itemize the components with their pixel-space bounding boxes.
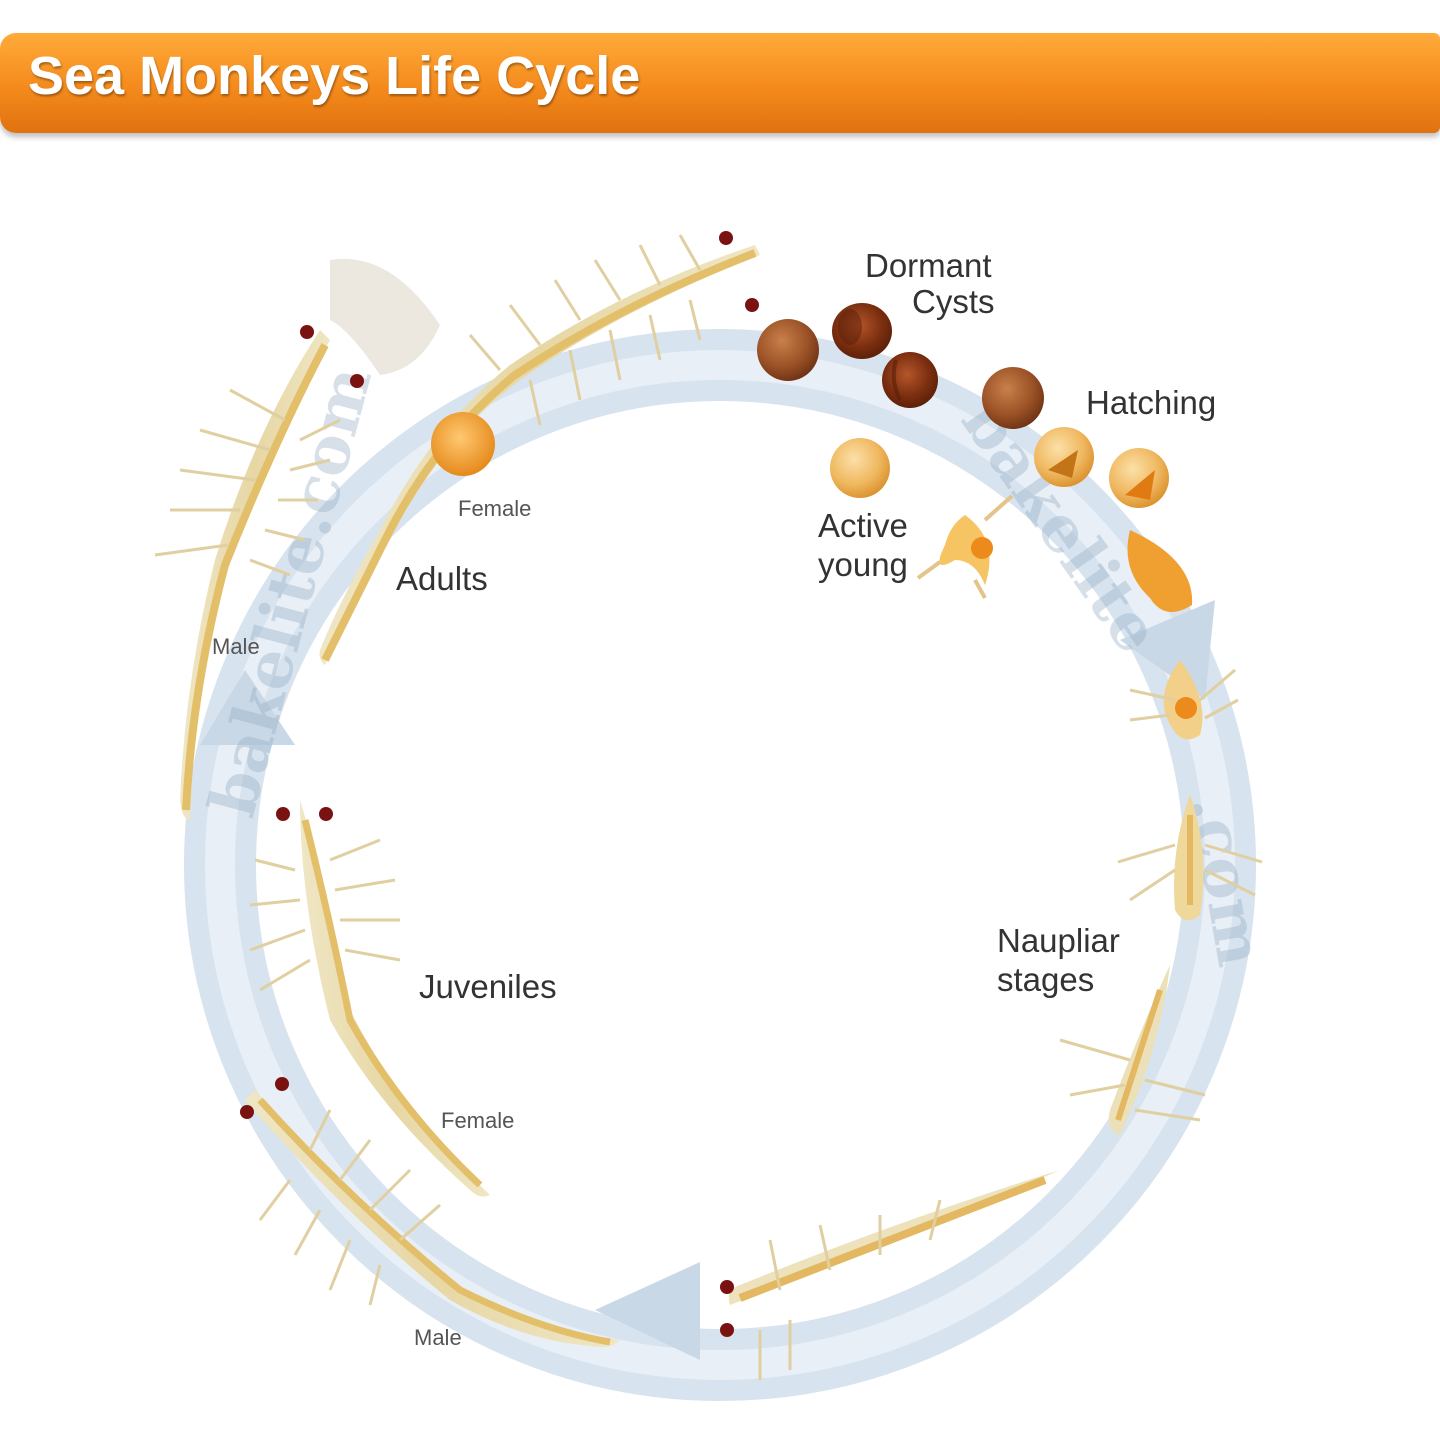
juveniles xyxy=(240,800,620,1348)
cyst xyxy=(757,319,819,381)
watermark: bakelite.com bakelite .com xyxy=(195,359,1278,972)
label-juvenile-male: Male xyxy=(414,1325,462,1350)
naupliar-stages xyxy=(720,660,1263,1380)
adult-male-claspers xyxy=(330,258,440,375)
juvenile-female xyxy=(300,800,490,1197)
label-hatching: Hatching xyxy=(1086,384,1216,421)
hatching-cyst xyxy=(1034,427,1094,487)
label-dormant-2: Cysts xyxy=(912,283,995,320)
cyst xyxy=(982,367,1044,429)
label-adult-female: Female xyxy=(458,496,531,521)
label-juveniles: Juveniles xyxy=(419,968,557,1005)
adults xyxy=(154,231,760,820)
active-young xyxy=(830,438,1014,599)
hatching-cysts xyxy=(1034,427,1193,613)
title-bar: Sea Monkeys Life Cycle xyxy=(0,33,1440,133)
label-adult-male: Male xyxy=(212,634,260,659)
label-juvenile-female: Female xyxy=(441,1108,514,1133)
active-young-cyst xyxy=(830,438,890,498)
page-title: Sea Monkeys Life Cycle xyxy=(28,46,641,106)
label-naupliar-2: stages xyxy=(997,961,1094,998)
label-adults: Adults xyxy=(396,560,488,597)
arrow-head-right xyxy=(1120,600,1215,700)
arrow-head-bottom xyxy=(595,1262,700,1360)
label-active-1: Active xyxy=(818,507,908,544)
egg-sac xyxy=(431,412,495,476)
label-dormant-1: Dormant xyxy=(865,247,992,284)
dormant-cysts xyxy=(757,303,1044,429)
hatching-nauplius xyxy=(1127,530,1193,613)
cyst xyxy=(882,352,938,408)
label-naupliar-1: Naupliar xyxy=(997,922,1120,959)
hatching-cyst xyxy=(1109,448,1169,508)
cycle-arrow xyxy=(184,329,1256,1401)
stage-labels: Dormant Cysts Hatching Active young Naup… xyxy=(212,247,1216,1350)
arrow-head-left xyxy=(200,670,295,745)
label-active-2: young xyxy=(818,546,908,583)
